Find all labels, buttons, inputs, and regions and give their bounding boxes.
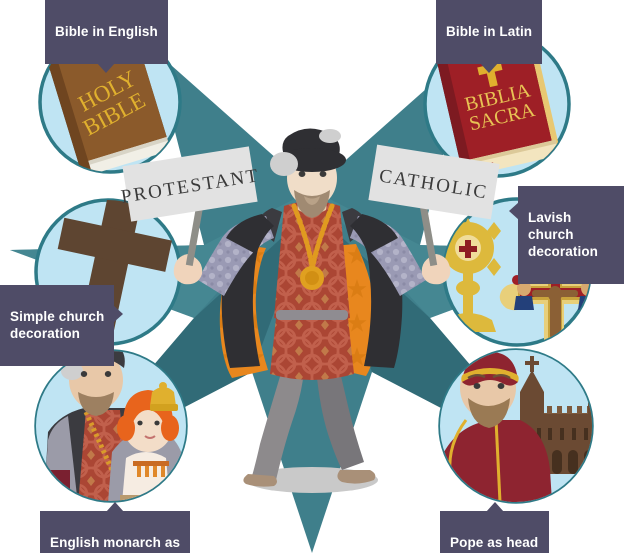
henry-viii-figure (173, 128, 451, 493)
label-tail-down-icon (480, 63, 499, 73)
circle-lavish-decoration (442, 197, 592, 347)
circle-pope (438, 348, 594, 504)
label-pope-head-of-church-text: Pope as head of the Church (450, 535, 539, 553)
sign-catholic: CATHOLIC (368, 144, 500, 267)
label-bible-in-latin[interactable]: Bible in Latin (436, 0, 543, 73)
label-english-monarch-text: English monarch as head of the Church (50, 535, 181, 553)
label-tail-right-icon (113, 305, 124, 323)
label-lavish-church-decoration-text: Lavish church decoration (528, 210, 599, 259)
sign-protestant: PROTESTANT (120, 146, 261, 266)
label-bible-in-english[interactable]: Bible in English (45, 0, 168, 73)
label-simple-church-decoration[interactable]: Simple church decoration (0, 285, 124, 366)
label-simple-church-decoration-text: Simple church decoration (10, 309, 105, 341)
label-pope-head-of-church[interactable]: Pope as head of the Church (440, 502, 550, 553)
label-tail-up-icon (485, 502, 504, 512)
label-english-monarch[interactable]: English monarch as head of the Church (40, 502, 191, 553)
label-tail-down-icon (97, 63, 116, 73)
label-tail-up-icon (106, 502, 125, 512)
circle-holy-bible: HOLY BIBLE (38, 30, 182, 174)
circle-biblia-sacra: BIBLIA SACRA (423, 30, 571, 178)
label-lavish-church-decoration[interactable]: Lavish church decoration (509, 186, 624, 284)
label-bible-in-english-text: Bible in English (55, 24, 158, 39)
label-tail-left-icon (509, 202, 519, 220)
label-bible-in-latin-text: Bible in Latin (446, 24, 533, 39)
